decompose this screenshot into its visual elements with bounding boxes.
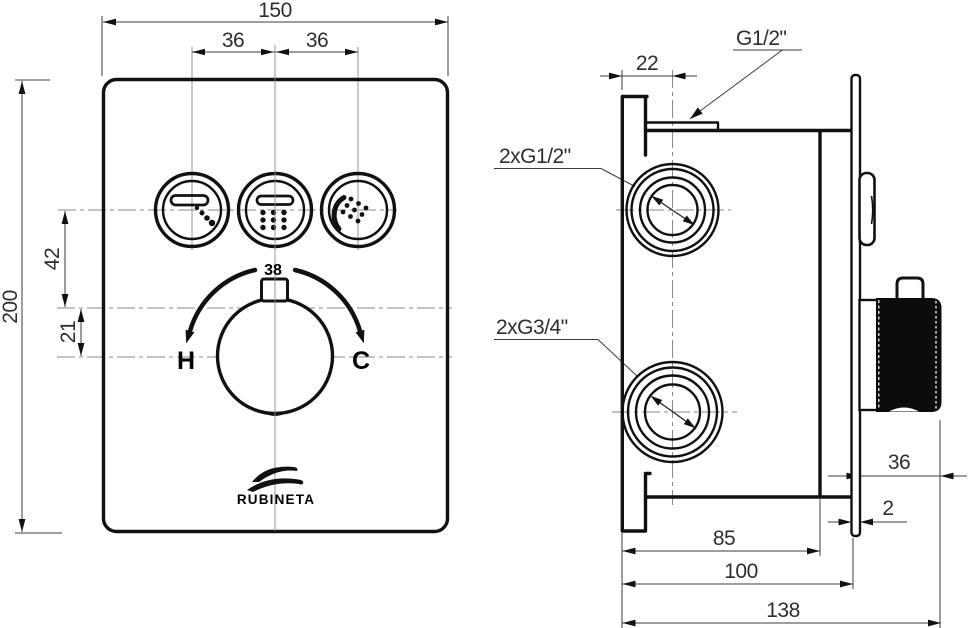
knob-indicator-tab [260, 277, 289, 303]
dim-138-label: 138 [766, 599, 800, 622]
front-dimension-lines [15, 16, 449, 534]
knob-temperature-label: 38 [264, 262, 282, 279]
inlet-ports-label: 2xG1/2" [499, 145, 571, 168]
dim-21-label: 21 [57, 321, 80, 343]
side-dimension-labels: 22 G1/2" 2xG1/2" 2xG3/4" 36 2 85 100 138 [496, 27, 911, 622]
logo-swoosh-bottom [247, 478, 304, 492]
brand-logo: RUBINETA [237, 466, 315, 507]
outlet-ports-label: 2xG3/4" [496, 316, 568, 339]
hot-arrowhead [185, 329, 195, 344]
side-knob [858, 276, 942, 412]
knob-tab [895, 276, 925, 299]
logo-swoosh-top [252, 466, 298, 482]
knob-neck [858, 298, 880, 412]
side-view: 22 G1/2" 2xG1/2" 2xG3/4" 36 2 85 100 138 [494, 27, 967, 628]
upper-inlet-port [625, 162, 720, 258]
cold-label: C [352, 347, 370, 375]
front-view: RUBINETA 150 36 36 200 42 21 38 H C [0, 0, 452, 534]
front-dimension-arrows [18, 18, 448, 532]
cartridge-bump [858, 171, 876, 247]
dim-width-label: 150 [258, 0, 292, 22]
brand-name: RUBINETA [237, 492, 315, 507]
dim-spacing-right-label: 36 [306, 29, 328, 52]
faceplate-outline [101, 77, 450, 534]
function-buttons [153, 171, 397, 249]
top-outlet-label: G1/2" [736, 27, 787, 50]
dim-2-label: 2 [882, 497, 893, 520]
dim-100-label: 100 [724, 560, 758, 583]
dim-spacing-left-label: 36 [222, 29, 244, 52]
valve-body [643, 121, 853, 499]
dim-42-label: 42 [41, 248, 64, 270]
hand-shower-icon [331, 195, 369, 232]
dim-height-label: 200 [0, 290, 22, 324]
rotate-hot-arrow [187, 267, 258, 334]
dim-36-label: 36 [888, 451, 910, 474]
bath-spout-button [153, 171, 231, 249]
hand-shower-button [319, 171, 397, 249]
rotate-cold-arrow [292, 267, 363, 334]
hot-label: H [177, 347, 195, 375]
front-dimension-labels: 150 36 36 200 42 21 38 H C [0, 0, 370, 375]
knob-base-highlight [889, 407, 919, 412]
top-outlet-port [643, 121, 720, 132]
mounting-bracket [620, 94, 652, 533]
bath-spout-icon [169, 194, 216, 227]
lower-outlet-port [621, 360, 724, 464]
knob-grip [876, 298, 942, 412]
dim-85-label: 85 [713, 527, 735, 550]
dim-22-label: 22 [636, 52, 658, 75]
cold-arrowhead [355, 329, 365, 344]
